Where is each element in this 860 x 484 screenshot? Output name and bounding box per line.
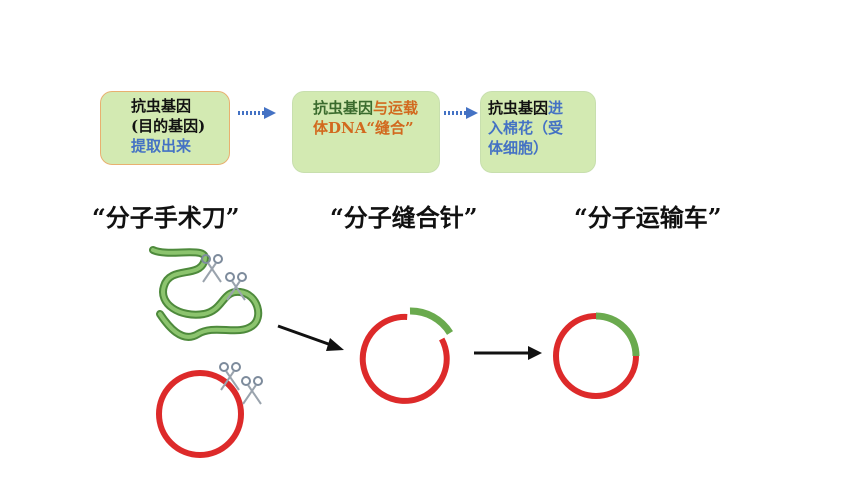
plasmid-ring xyxy=(553,312,640,399)
scissors-icon xyxy=(219,362,241,391)
scissors-icon xyxy=(201,254,223,283)
step-line: 入棉花（受 xyxy=(488,119,564,137)
plasmid-ring xyxy=(359,307,453,404)
step-line: 抗虫基因与运载 xyxy=(313,99,419,117)
right-arrow-icon xyxy=(444,107,478,119)
scissors-icon xyxy=(225,272,247,301)
step-line: (目的基因) xyxy=(131,117,206,135)
step-box-transfer: 抗虫基因进 入棉花（受 体细胞） xyxy=(480,91,596,173)
step-line: 体细胞） xyxy=(488,139,549,157)
scissors-icon xyxy=(241,376,263,405)
right-arrow-icon xyxy=(474,346,542,360)
step-line: 抗虫基因进 xyxy=(488,99,564,117)
step-box-stitch: 抗虫基因与运载 体DNA“缝合” xyxy=(292,91,440,173)
step-line: 提取出来 xyxy=(131,137,192,155)
step-line: 抗虫基因 xyxy=(131,97,192,115)
tool-label-vehicle: “分子运输车” xyxy=(574,203,722,232)
step-line: 体DNA“缝合” xyxy=(313,119,414,137)
step-box-extract: 抗虫基因 (目的基因) 提取出来 xyxy=(100,91,230,165)
tool-label-scissors: “分子手术刀” xyxy=(92,203,240,232)
right-arrow-icon xyxy=(238,107,276,119)
tool-label-needle: “分子缝合针” xyxy=(330,203,478,232)
right-arrow-icon xyxy=(277,324,344,351)
plasmid-ring xyxy=(156,370,244,458)
